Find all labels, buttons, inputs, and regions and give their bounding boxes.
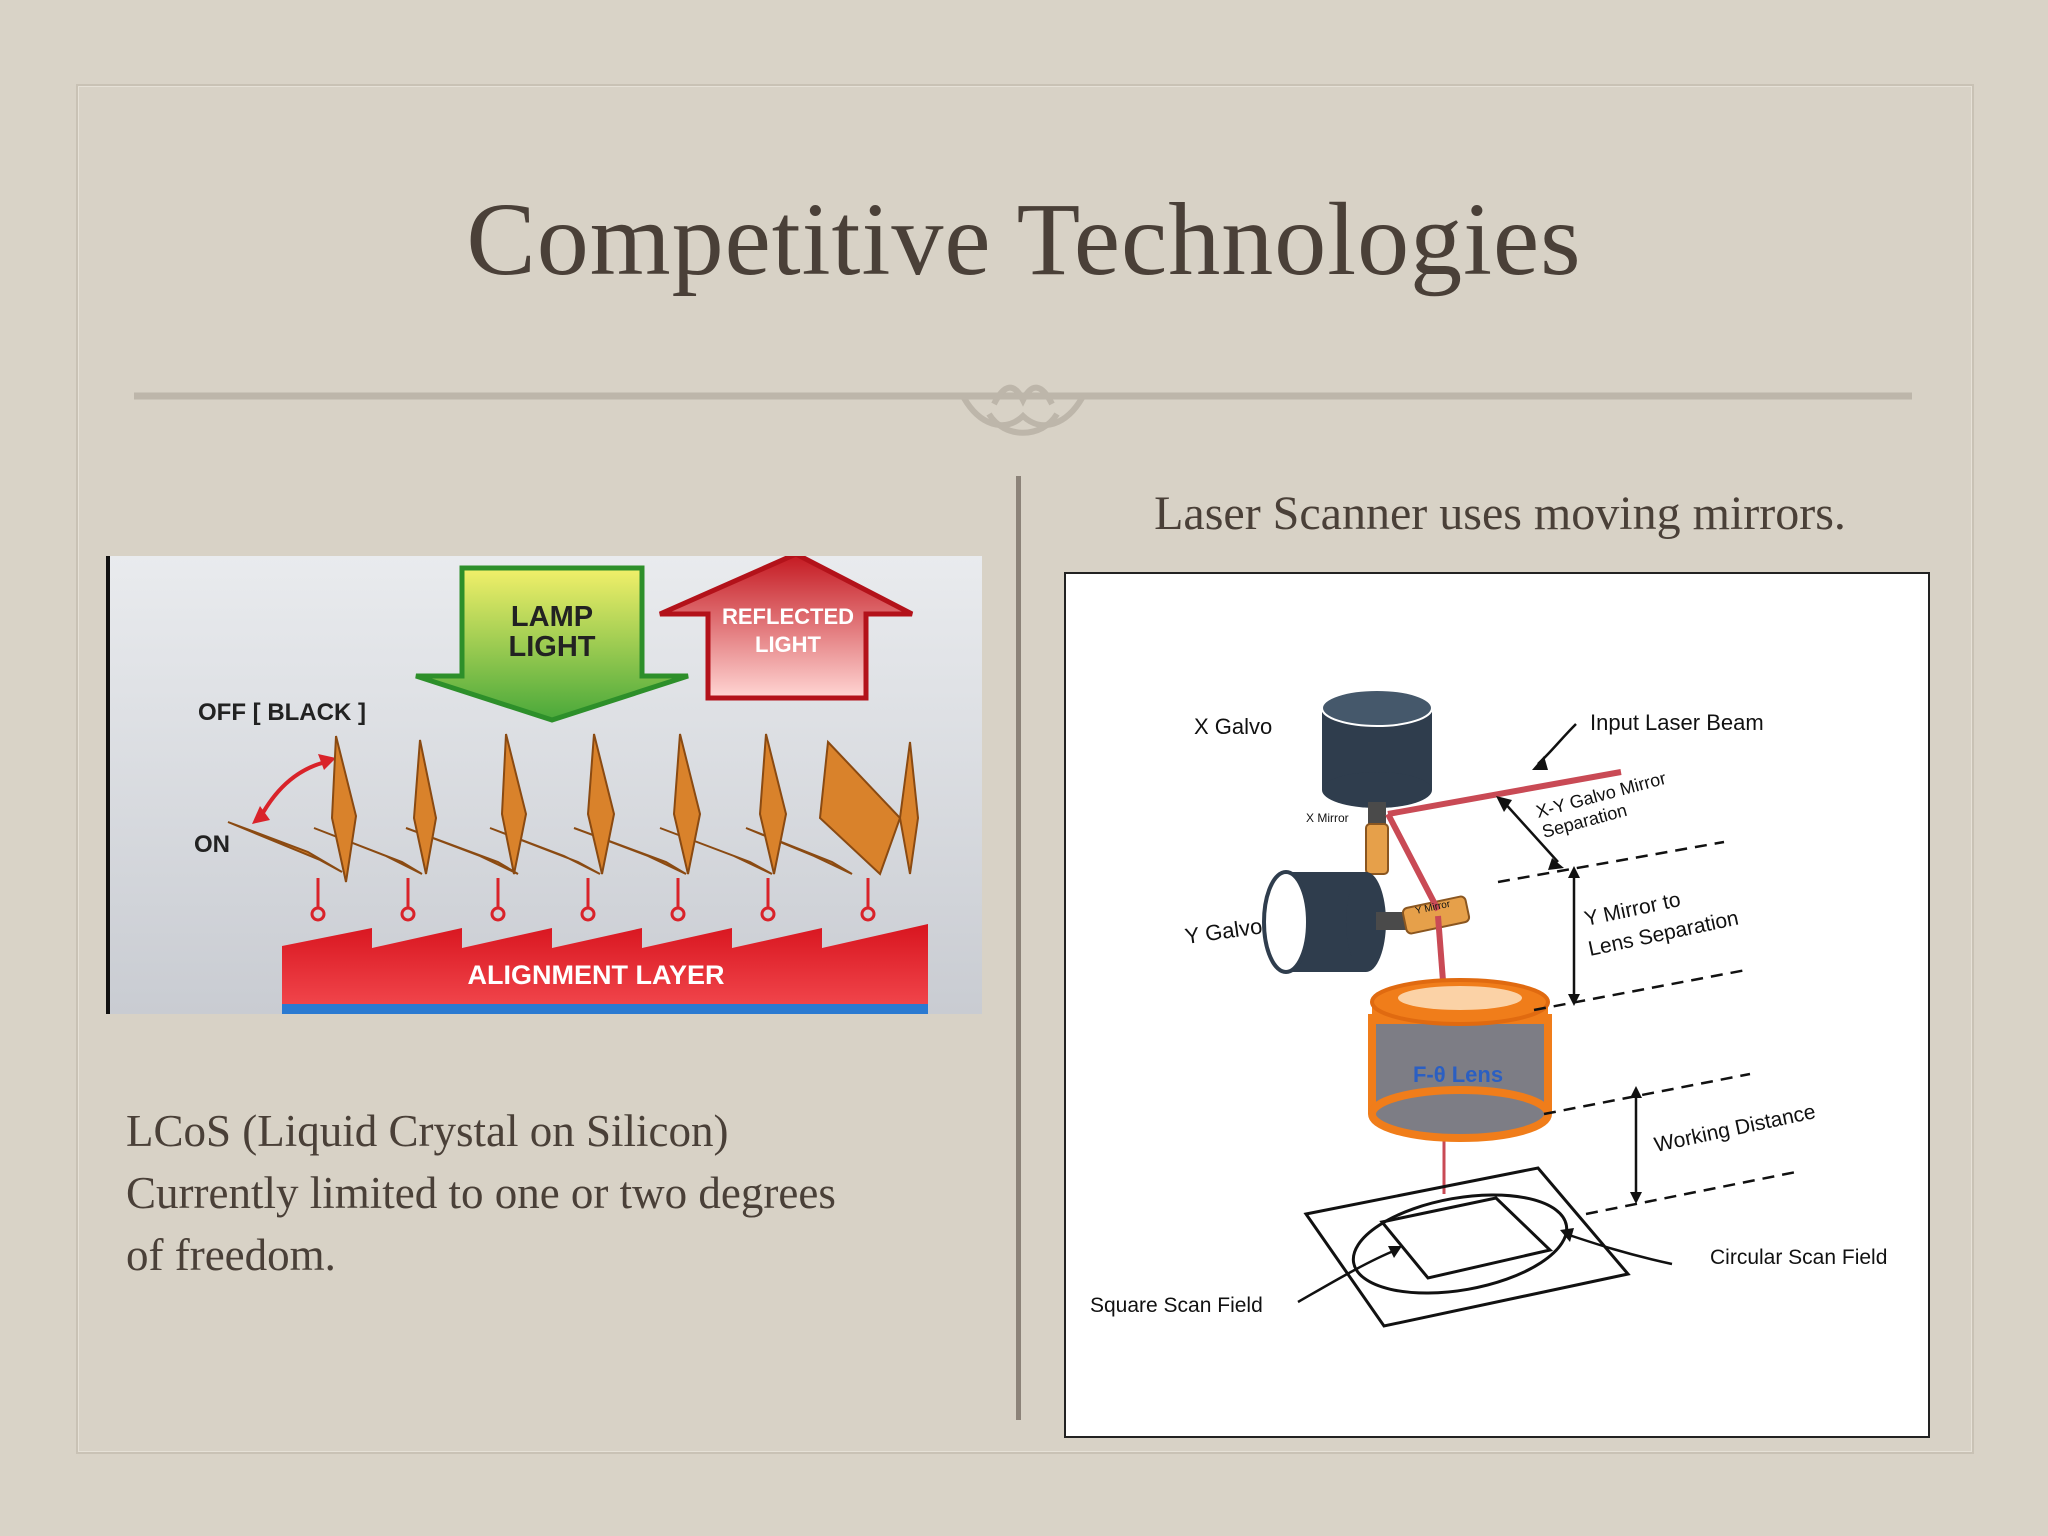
lcos-diagram: LAMP LIGHT REFLECTED LIGHT OFF [ BLACK ]… — [106, 556, 982, 1014]
dimension-arrows — [1501, 799, 1638, 1196]
y-galvo-motor — [1262, 870, 1406, 974]
lamp-light-arrow — [415, 565, 689, 723]
reflected-label-1: REFLECTED — [722, 604, 854, 629]
x-mirror — [1365, 823, 1389, 875]
slide-title: Competitive Technologies — [466, 182, 1582, 297]
lamp-label-1: LAMP — [511, 601, 593, 633]
input-beam-label: Input Laser Beam — [1590, 710, 1764, 735]
lcos-description: LCoS (Liquid Crystal on Silicon) Current… — [126, 1100, 986, 1286]
x-mirror-label: X Mirror — [1306, 811, 1349, 825]
square-scan-field-label: Square Scan Field — [1090, 1294, 1263, 1317]
circular-scan-field-label: Circular Scan Field — [1710, 1246, 1887, 1269]
title-ornament-rule — [134, 384, 1912, 436]
y-galvo-label: Y Galvo — [1183, 913, 1264, 949]
alignment-layer — [282, 924, 928, 1004]
reflected-label-2: LIGHT — [755, 632, 822, 657]
laser-scanner-diagram: F-θ Lens — [1064, 572, 1930, 1438]
lamp-label-2: LIGHT — [509, 631, 596, 663]
working-distance-label: Working Distance — [1652, 1100, 1817, 1157]
liquid-crystal-molecules — [227, 733, 920, 883]
laser-caption: Laser Scanner uses moving mirrors. — [1154, 487, 1846, 540]
lcos-line-1: LCoS (Liquid Crystal on Silicon) — [126, 1106, 729, 1156]
scan-plane — [1303, 1166, 1631, 1328]
lens-label: F-θ Lens — [1413, 1062, 1503, 1087]
reflected-light-arrow — [658, 556, 914, 701]
pixel-connectors — [310, 878, 876, 922]
lcos-line-2: Currently limited to one or two degrees — [126, 1168, 836, 1218]
alignment-label: ALIGNMENT LAYER — [467, 960, 724, 990]
x-galvo-label: X Galvo — [1194, 714, 1272, 739]
square-scan-field-outline — [1379, 1196, 1554, 1280]
on-label: ON — [194, 831, 230, 858]
circular-scan-field-outline — [1351, 1193, 1569, 1295]
column-divider — [1016, 476, 1021, 1420]
f-theta-lens — [1368, 978, 1552, 1142]
rotation-arrow — [258, 759, 331, 819]
off-label: OFF [ BLACK ] — [198, 699, 366, 726]
lcos-line-3: of freedom. — [126, 1230, 336, 1280]
x-galvo-motor — [1321, 689, 1433, 826]
dimension-guides — [1497, 840, 1797, 1216]
